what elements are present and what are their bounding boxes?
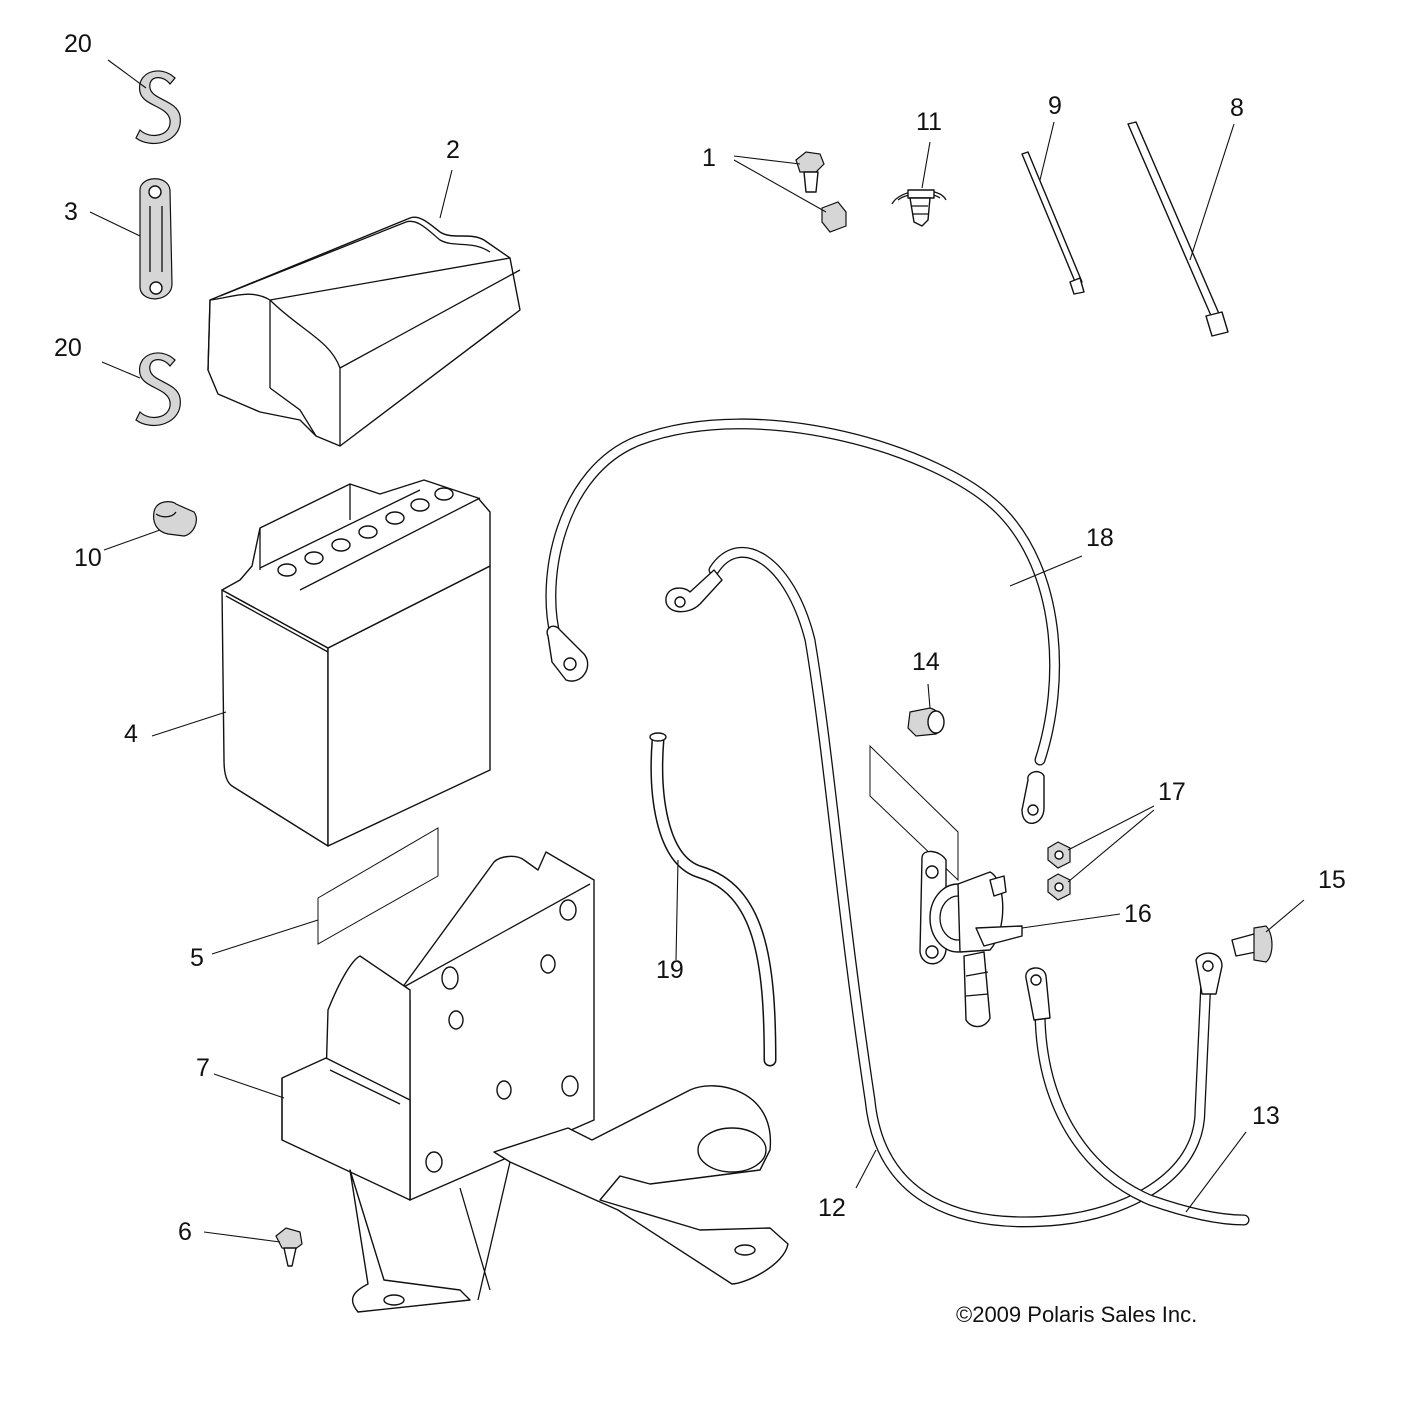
callout-7: 7 xyxy=(196,1054,210,1082)
part-16-starter-solenoid[interactable] xyxy=(919,850,1023,1028)
part-9-cable-tie[interactable] xyxy=(1021,151,1085,295)
copyright-notice: ©2009 Polaris Sales Inc. xyxy=(956,1302,1197,1327)
callout-3: 3 xyxy=(64,198,78,226)
part-14-solenoid-decal-and-bushing[interactable] xyxy=(869,707,959,882)
callout-14: 14 xyxy=(912,648,940,676)
callout-20-top: 20 xyxy=(64,30,92,58)
callout-20-bottom: 20 xyxy=(54,334,82,362)
callout-9: 9 xyxy=(1048,92,1062,120)
part-1-bolt-and-nut[interactable] xyxy=(795,151,847,233)
callout-2: 2 xyxy=(446,136,460,164)
callout-18: 18 xyxy=(1086,524,1114,552)
callout-5: 5 xyxy=(190,944,204,972)
callout-16: 16 xyxy=(1124,900,1152,928)
part-17-nuts[interactable] xyxy=(1047,841,1071,901)
part-20-s-clip-top[interactable] xyxy=(135,70,181,145)
callout-6: 6 xyxy=(178,1218,192,1246)
callout-12: 12 xyxy=(818,1194,846,1222)
part-15-bolt[interactable] xyxy=(1231,925,1273,963)
part-2-battery-cover[interactable] xyxy=(207,216,521,447)
callout-15: 15 xyxy=(1318,866,1346,894)
part-6-bolt[interactable] xyxy=(275,1227,303,1267)
part-5-battery-decal[interactable] xyxy=(317,827,439,945)
callout-8: 8 xyxy=(1230,94,1244,122)
leader-lines xyxy=(89,59,1305,1243)
callout-labels: 20 3 20 2 1 11 9 8 10 4 18 14 17 15 16 5… xyxy=(54,30,1346,1246)
callout-1: 1 xyxy=(702,144,716,172)
callout-11: 11 xyxy=(916,108,942,136)
part-8-cable-tie[interactable] xyxy=(1127,121,1229,337)
part-10-terminal-cap[interactable] xyxy=(153,501,197,537)
battery-cell-caps xyxy=(277,487,454,577)
part-7-battery-bracket[interactable] xyxy=(281,851,789,1313)
part-20-s-clip-bottom[interactable] xyxy=(135,352,181,427)
part-4-battery[interactable] xyxy=(221,479,491,847)
part-13-ground-cable[interactable] xyxy=(1025,967,1250,1226)
part-19-vent-tube[interactable] xyxy=(649,732,777,1067)
part-3-battery-strap[interactable] xyxy=(139,178,173,300)
part-12-battery-cable[interactable] xyxy=(665,546,1223,1228)
part-11-push-rivet[interactable] xyxy=(891,189,947,227)
callout-10: 10 xyxy=(74,544,102,572)
part-18-battery-cable[interactable] xyxy=(545,418,1061,824)
callout-17: 17 xyxy=(1158,778,1186,806)
callout-13: 13 xyxy=(1252,1102,1280,1130)
callout-4: 4 xyxy=(124,720,138,748)
callout-19: 19 xyxy=(656,956,684,984)
